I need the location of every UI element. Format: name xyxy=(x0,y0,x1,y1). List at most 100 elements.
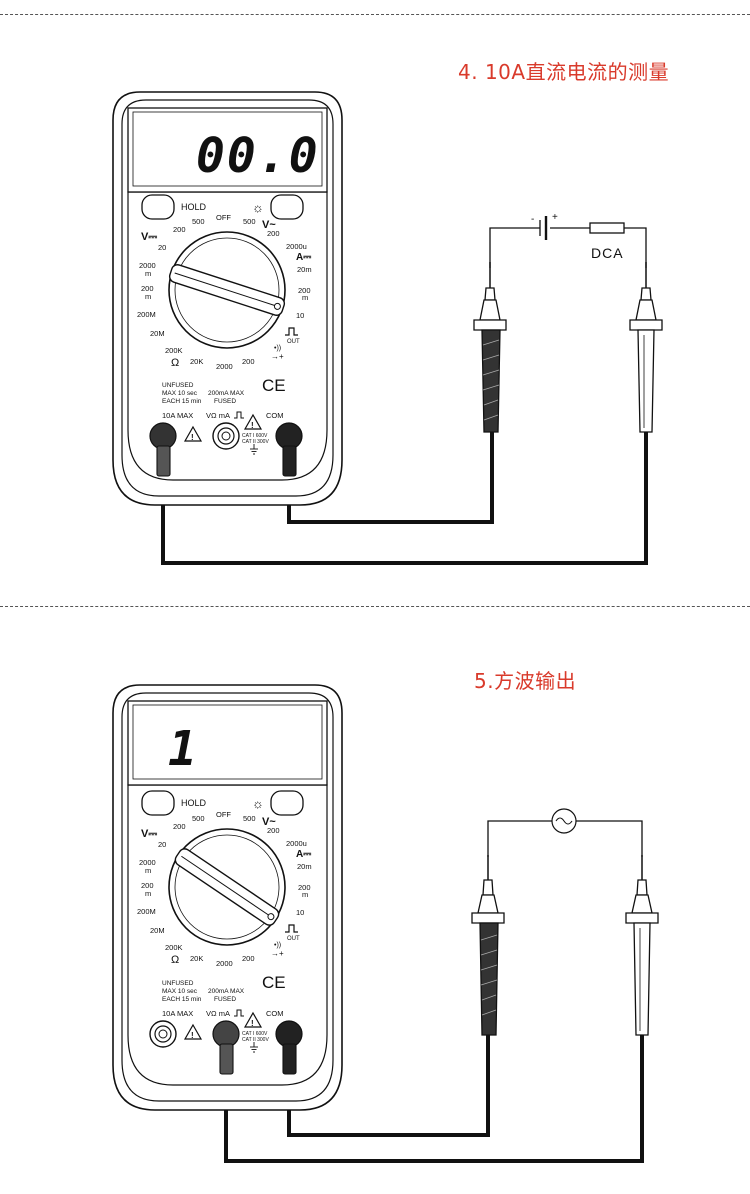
warning-triangle-icon: ! xyxy=(243,413,263,430)
range-diode: →+ xyxy=(271,949,284,958)
circuit-wires xyxy=(487,820,643,857)
cat-rating-1: CAT I 600V xyxy=(242,1031,268,1037)
backlight-icon: ☼ xyxy=(252,796,264,811)
range-m1: m xyxy=(145,269,151,278)
range-a20m: 20m xyxy=(297,265,312,274)
range-diode: →+ xyxy=(271,352,284,361)
range-r200M: 200M xyxy=(137,310,156,319)
range-a10: 10 xyxy=(296,908,304,917)
range-r200K: 200K xyxy=(165,346,183,355)
jack-10a[interactable] xyxy=(149,422,177,477)
warning-fused: FUSED xyxy=(214,996,236,1003)
range-v200-ac: 200 xyxy=(267,229,280,238)
section-square-wave-output: 5.方波输出 xyxy=(0,605,750,1194)
range-r200: 200 xyxy=(242,954,255,963)
backlight-button[interactable] xyxy=(270,194,304,220)
cat-rating-2: CAT II 300V xyxy=(242,1037,269,1043)
battery-icon: - + xyxy=(531,212,558,240)
range-adc-symbol: A⎓ xyxy=(296,252,311,263)
svg-text:!: ! xyxy=(191,1031,194,1040)
range-v200-dc: 200 xyxy=(173,225,186,234)
ground-icon xyxy=(250,1042,258,1053)
warning-max-10sec: MAX 10 sec xyxy=(162,988,198,995)
hold-button[interactable] xyxy=(141,790,175,816)
middle-divider xyxy=(0,606,750,607)
range-off: OFF xyxy=(216,810,231,819)
range-r20K: 20K xyxy=(190,357,203,366)
ground-icon xyxy=(250,444,258,455)
hold-label: HOLD xyxy=(181,798,207,808)
top-divider xyxy=(0,14,750,15)
range-v200-ac: 200 xyxy=(267,826,280,835)
square-wave-icon xyxy=(285,924,298,933)
battery-minus: - xyxy=(531,214,534,225)
dial-knob[interactable] xyxy=(173,847,281,928)
jack-10a[interactable] xyxy=(149,1020,177,1048)
circuit-wires xyxy=(489,227,647,268)
range-a200m: 200 xyxy=(298,883,311,892)
port-label-com: COM xyxy=(266,1009,284,1018)
range-v200-dc: 200 xyxy=(173,822,186,831)
multimeter: 1 HOLD ☼ OFF 500 500 200 200 V⎓ V~ 20 20… xyxy=(112,684,343,1111)
square-wave-icon xyxy=(285,327,298,336)
jack-com[interactable] xyxy=(275,422,303,477)
range-m3: m xyxy=(302,890,308,899)
warning-200ma-max: 200mA MAX xyxy=(208,390,245,397)
hold-button[interactable] xyxy=(141,194,175,220)
load-label: DCA xyxy=(591,245,624,261)
range-m1: m xyxy=(145,866,151,875)
range-ohm-symbol: Ω xyxy=(171,357,179,369)
warning-triangle-icon: ! xyxy=(183,425,203,442)
port-label-10a: 10A MAX xyxy=(162,411,193,420)
range-ohm-symbol: Ω xyxy=(171,954,179,966)
range-r2000: 2000 xyxy=(216,959,233,968)
port-label-vohm: VΩ mA xyxy=(206,411,230,420)
warning-unfused: UNFUSED xyxy=(162,980,194,987)
section-10a-dc-current: 4. 10A直流电流的测量 - + DCA xyxy=(112,60,670,565)
range-vac-symbol: V~ xyxy=(262,816,276,828)
range-a2000u: 2000u xyxy=(286,242,307,251)
warning-max-10sec: MAX 10 sec xyxy=(162,390,198,397)
range-v2000m: 2000 xyxy=(139,261,156,270)
multimeter: 00.0 HOLD ☼ OFF 500 500 200 200 V⎓ V~ 20… xyxy=(112,91,343,506)
range-a2000u: 2000u xyxy=(286,839,307,848)
warning-triangle-icon: ! xyxy=(243,1011,263,1028)
range-r20K: 20K xyxy=(190,954,203,963)
range-off: OFF xyxy=(216,213,231,222)
backlight-icon: ☼ xyxy=(252,200,264,215)
range-v200m: 200 xyxy=(141,881,154,890)
range-a20m: 20m xyxy=(297,862,312,871)
hold-label: HOLD xyxy=(181,202,207,212)
section-title: 4. 10A直流电流的测量 xyxy=(458,60,670,84)
range-v500-dc: 500 xyxy=(192,814,205,823)
range-a10: 10 xyxy=(296,311,304,320)
battery-plus: + xyxy=(552,212,558,223)
range-out: OUT xyxy=(287,936,300,942)
jack-vohm[interactable] xyxy=(212,422,240,450)
red-probe xyxy=(625,855,659,1036)
range-v200m: 200 xyxy=(141,284,154,293)
backlight-button[interactable] xyxy=(270,790,304,816)
dial-knob[interactable] xyxy=(168,263,286,317)
range-r200K: 200K xyxy=(165,943,183,952)
cat-rating-2: CAT II 300V xyxy=(242,439,269,445)
range-m3: m xyxy=(302,293,308,302)
range-v500-dc: 500 xyxy=(192,217,205,226)
resistor-icon xyxy=(589,222,625,234)
port-label-10a: 10A MAX xyxy=(162,1009,193,1018)
ce-mark: CE xyxy=(262,973,286,992)
port-square-wave-icon xyxy=(234,1009,244,1017)
range-v20: 20 xyxy=(158,243,166,252)
svg-text:!: ! xyxy=(191,433,194,442)
jack-com[interactable] xyxy=(275,1020,303,1075)
port-label-vohm: VΩ mA xyxy=(206,1009,230,1018)
jack-vohm[interactable] xyxy=(212,1020,240,1075)
ac-source-icon xyxy=(551,808,577,834)
warning-200ma-max: 200mA MAX xyxy=(208,988,245,995)
range-adc-symbol: A⎓ xyxy=(296,849,311,860)
range-r2000: 2000 xyxy=(216,362,233,371)
lcd-reading: 1 xyxy=(168,721,197,777)
range-buzzer: •)) xyxy=(274,345,281,352)
red-probe xyxy=(629,262,663,433)
warning-fused: FUSED xyxy=(214,398,236,405)
